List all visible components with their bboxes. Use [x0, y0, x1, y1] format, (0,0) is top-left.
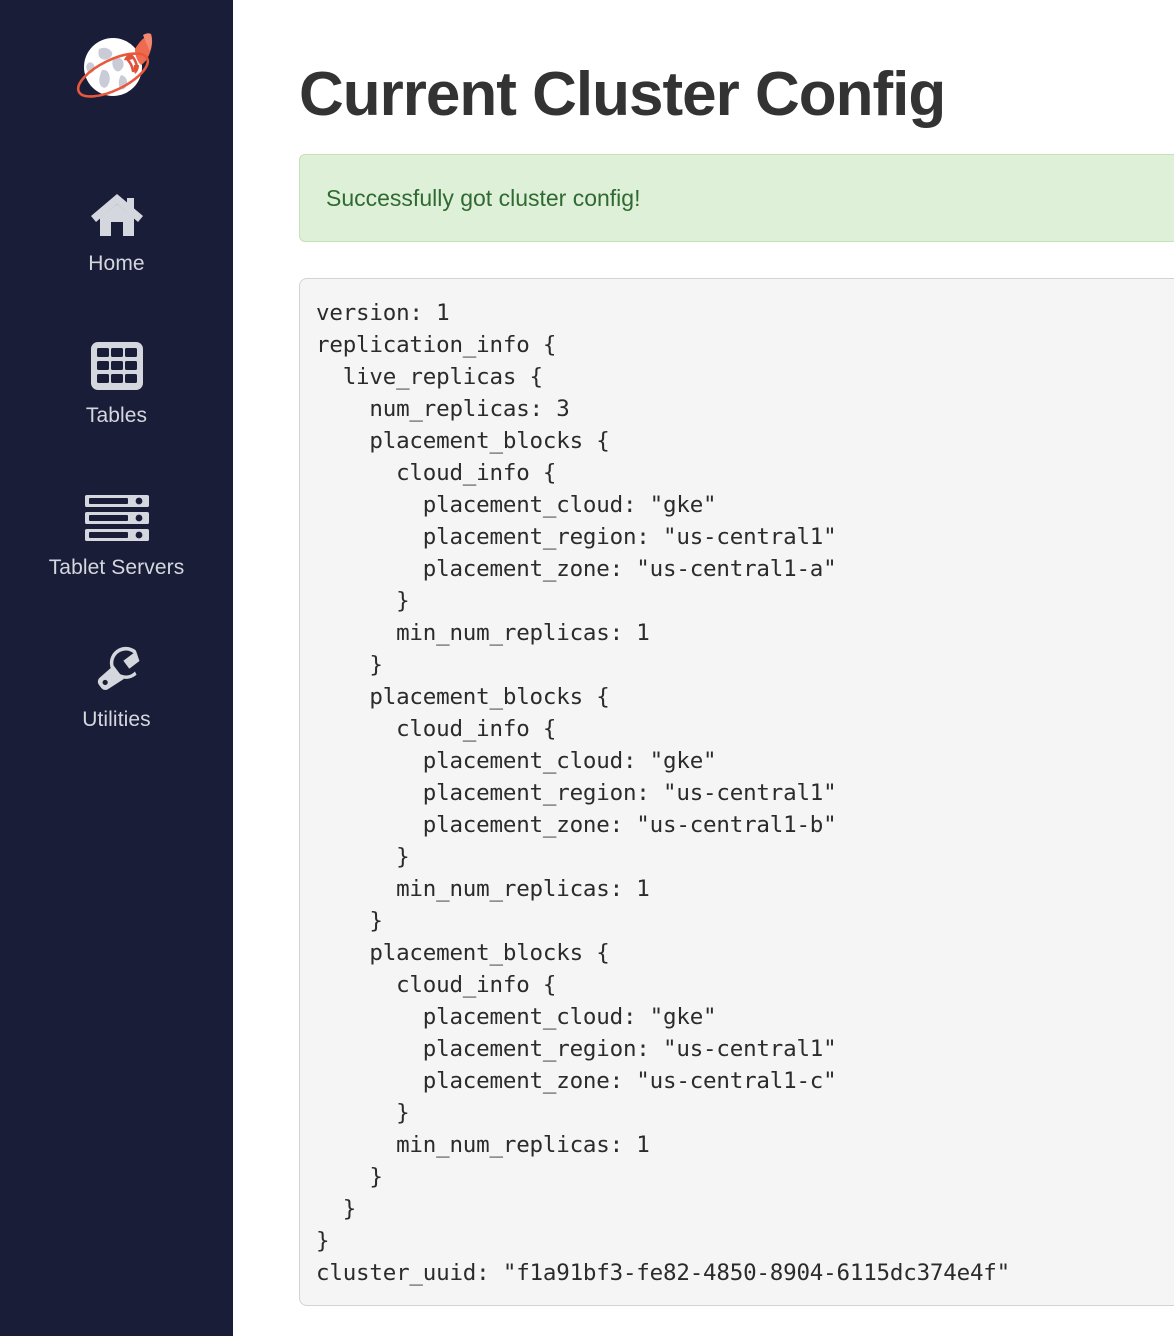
globe-rocket-logo-icon [76, 33, 152, 98]
table-grid-icon [90, 338, 144, 394]
wrench-icon [89, 642, 145, 698]
sidebar-item-label: Utilities [82, 708, 151, 731]
home-icon [89, 186, 145, 242]
alert-message: Successfully got cluster config! [326, 185, 641, 211]
sidebar-item-tablet-servers[interactable]: Tablet Servers [0, 490, 233, 580]
sidebar-item-home[interactable]: Home [0, 186, 233, 276]
sidebar-item-tables[interactable]: Tables [0, 338, 233, 428]
sidebar-item-utilities[interactable]: Utilities [0, 642, 233, 732]
cluster-config-panel[interactable]: version: 1 replication_info { live_repli… [299, 278, 1174, 1306]
page-title: Current Cluster Config [299, 60, 946, 129]
sidebar-nav: Home [0, 186, 233, 732]
main-content: Current Cluster Config Successfully got … [233, 0, 1174, 1336]
status-alert: Successfully got cluster config! [299, 154, 1174, 242]
sidebar-item-label: Tablet Servers [48, 556, 185, 579]
sidebar-item-label: Home [88, 252, 145, 275]
cluster-config-text: version: 1 replication_info { live_repli… [316, 300, 1010, 1286]
sidebar-item-label: Tables [85, 404, 148, 427]
sidebar: Home [0, 0, 233, 1336]
app-logo[interactable] [65, 22, 169, 116]
server-stack-icon [84, 490, 150, 546]
